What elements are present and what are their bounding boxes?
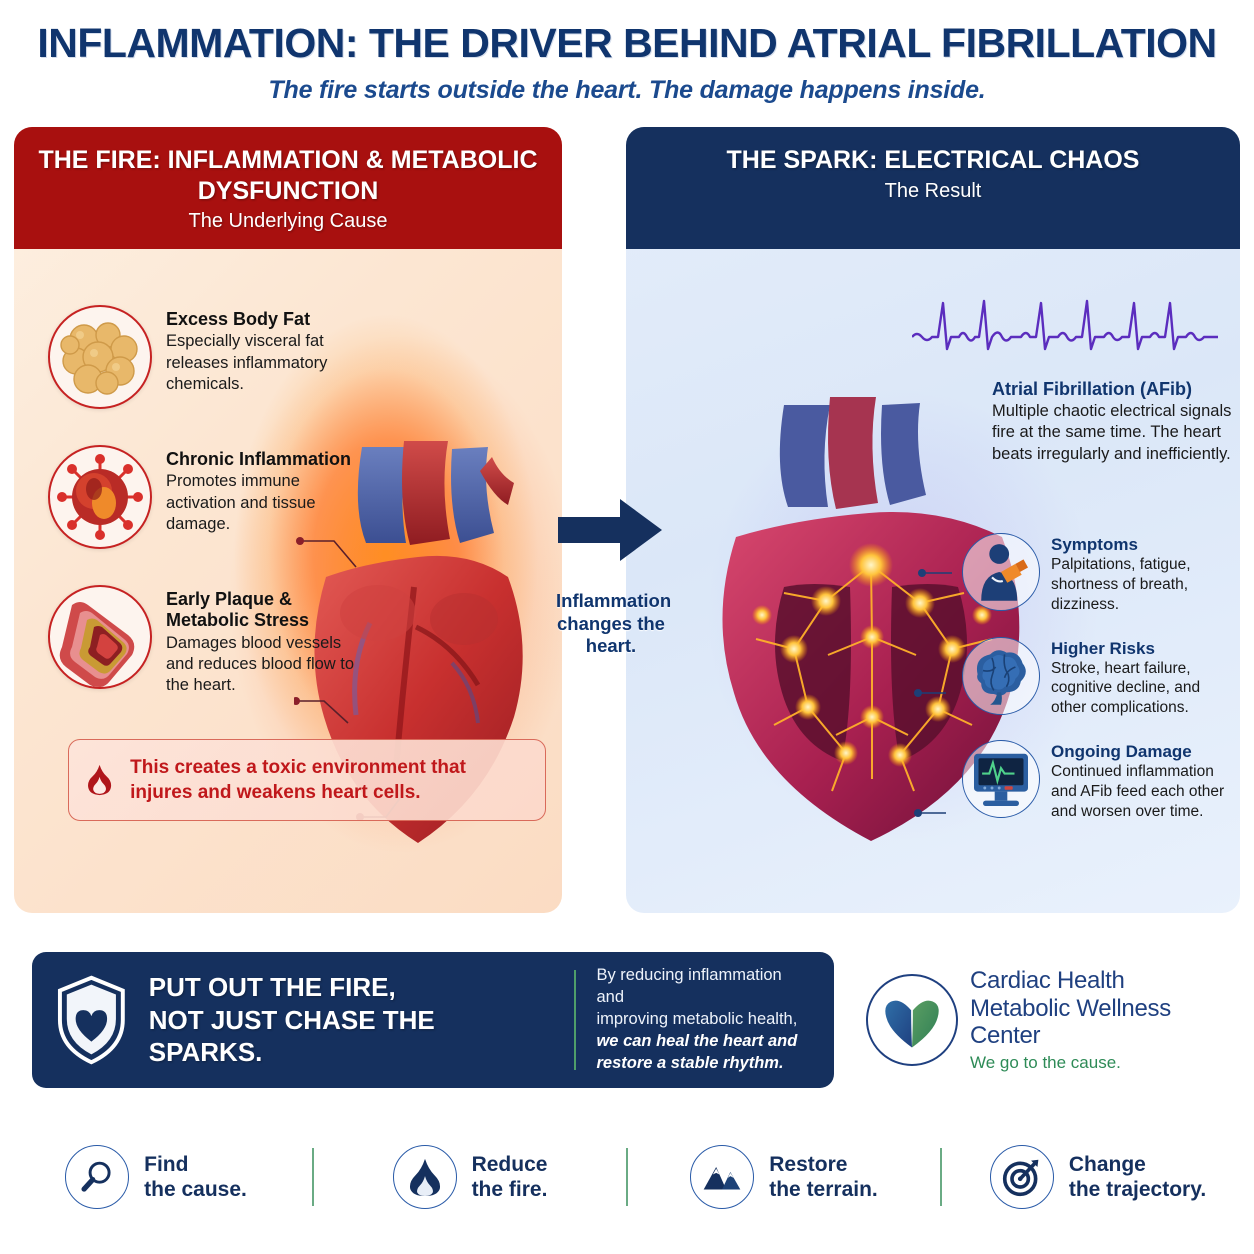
bullet-ongoing-damage: Ongoing Damage Continued inflammation an… (962, 740, 1234, 821)
banner-headline: PUT OUT THE FIRE, NOT JUST CHASE THE SPA… (149, 971, 549, 1069)
flame-icon (392, 1145, 457, 1209)
bullet-text: Higher Risks Stroke, heart failure, cogn… (1051, 637, 1234, 718)
brand-logo: Cardiac Health Metabolic Wellness Center… (866, 962, 1238, 1078)
step-reduce-the-fire: Reduce the fire. (314, 1145, 626, 1209)
right-bullet-list: Symptoms Palpitations, fatigue, shortnes… (962, 533, 1234, 843)
bullet-text: Symptoms Palpitations, fatigue, shortnes… (1051, 533, 1234, 614)
banner-body-line1: By reducing inflammation and (596, 966, 782, 1007)
ecg-monitor-icon (962, 740, 1040, 819)
banner-divider (574, 970, 577, 1070)
magnifier-icon (65, 1145, 130, 1209)
right-panel-title: THE SPARK: ELECTRICAL CHAOS (726, 146, 1140, 175)
target-arrow-icon (989, 1145, 1054, 1209)
bullet-body: Promotes immune activation and tissue da… (166, 472, 316, 534)
mountain-icon (690, 1145, 755, 1209)
electrical-heart-illustration (722, 397, 1020, 842)
left-panel-subtitle: The Underlying Cause (188, 210, 388, 233)
page-subtitle: The fire starts outside the heart. The d… (268, 76, 986, 105)
bullet-higher-risks: Higher Risks Stroke, heart failure, cogn… (962, 636, 1234, 718)
person-chest-pain-icon (962, 533, 1040, 612)
step-restore-the-terrain: Restore the terrain. (628, 1145, 940, 1209)
page-title: INFLAMMATION: THE DRIVER BEHIND ATRIAL F… (37, 20, 1217, 66)
call-to-action-banner: PUT OUT THE FIRE, NOT JUST CHASE THE SPA… (32, 952, 834, 1088)
right-arrow-icon (558, 499, 662, 562)
step-line1: Reduce (471, 1152, 548, 1176)
footer-steps: Find the cause. Reduce the fire. (0, 1118, 1254, 1236)
transition-arrow: Inflammation changes the heart. (556, 497, 672, 658)
step-line1: Restore (769, 1152, 848, 1176)
shield-heart-icon (57, 975, 125, 1065)
step-change-the-trajectory: Change the trajectory. (942, 1145, 1254, 1209)
step-line1: Find (144, 1152, 189, 1176)
step-line2: the fire. (471, 1178, 548, 1201)
banner-headline-line2: NOT JUST CHASE THE SPARKS. (148, 1004, 435, 1068)
inflamed-cell-icon (48, 445, 152, 550)
step-line2: the terrain. (769, 1178, 878, 1201)
step-label: Change the trajectory. (1069, 1152, 1206, 1202)
bullet-body: Stroke, heart failure, cognitive decline… (1051, 659, 1201, 717)
flame-icon (88, 764, 112, 796)
artery-plaque-icon (48, 585, 152, 690)
logo-line2: Metabolic Wellness Center (970, 994, 1171, 1050)
bullet-title: Excess Body Fat (166, 309, 311, 330)
bullet-body: Especially visceral fat releases inflamm… (166, 332, 328, 394)
logo-tagline: We go to the cause. (970, 1052, 1121, 1072)
banner-body-em2: restore a stable rhythm. (596, 1053, 784, 1072)
step-line2: the cause. (144, 1178, 247, 1201)
bullet-symptoms: Symptoms Palpitations, fatigue, shortnes… (962, 533, 1234, 614)
afib-title: Atrial Fibrillation (AFib) (992, 379, 1192, 400)
left-panel-callout: This creates a toxic environment that in… (68, 739, 546, 822)
ecg-waveform-icon (912, 299, 1218, 351)
connector-lines-right (914, 569, 952, 818)
banner-body: By reducing inflammation and improving m… (596, 965, 810, 1075)
step-label: Find the cause. (144, 1152, 247, 1202)
infographic-header: INFLAMMATION: THE DRIVER BEHIND ATRIAL F… (0, 0, 1254, 105)
connector-lines-left (294, 537, 405, 822)
right-panel-subtitle: The Result (884, 179, 982, 202)
arrow-label: Inflammation changes the heart. (556, 590, 672, 657)
logo-text: Cardiac Health Metabolic Wellness Center… (970, 967, 1238, 1072)
logo-line1: Cardiac Health (970, 967, 1125, 995)
step-label: Restore the terrain. (769, 1152, 878, 1202)
banner-body-em1: we can heal the heart and (596, 1031, 798, 1050)
bullet-text: Excess Body Fat Especially visceral fat … (166, 305, 368, 396)
right-panel-spark: THE SPARK: ELECTRICAL CHAOS The Result (626, 127, 1240, 914)
step-divider (940, 1148, 942, 1206)
bullet-body: Continued inflammation and AFib feed eac… (1051, 763, 1225, 820)
left-panel-header: THE FIRE: INFLAMMATION & METABOLIC DYSFU… (14, 127, 562, 250)
step-divider (312, 1148, 314, 1206)
step-find-the-cause: Find the cause. (0, 1145, 312, 1209)
right-panel-header: THE SPARK: ELECTRICAL CHAOS The Result (626, 127, 1240, 250)
bullet-title: Ongoing Damage (1051, 742, 1192, 762)
bullet-text: Chronic Inflammation Promotes immune act… (166, 445, 368, 536)
afib-text-block: Atrial Fibrillation (AFib) Multiple chao… (992, 379, 1232, 465)
left-panel-title: THE FIRE: INFLAMMATION & METABOLIC DYSFU… (38, 146, 538, 205)
bullet-title: Chronic Inflammation (166, 449, 352, 470)
banner-body-line2: improving metabolic health, (596, 1010, 798, 1029)
step-line2: the trajectory. (1068, 1178, 1207, 1201)
heart-leaf-logo-icon (866, 974, 958, 1066)
banner-headline-line1: PUT OUT THE FIRE, (148, 972, 396, 1003)
fat-cells-icon (48, 305, 152, 410)
brain-icon (962, 636, 1040, 715)
bullet-text: Ongoing Damage Continued inflammation an… (1051, 740, 1234, 821)
bullet-body: Palpitations, fatigue, shortness of brea… (1051, 556, 1191, 613)
panels-container: THE FIRE: INFLAMMATION & METABOLIC DYSFU… (0, 127, 1254, 914)
afib-body: Multiple chaotic electrical signals fire… (992, 402, 1232, 463)
bullet-title: Symptoms (1051, 535, 1138, 555)
step-label: Reduce the fire. (472, 1152, 548, 1202)
bullet-excess-body-fat: Excess Body Fat Especially visceral fat … (48, 305, 368, 410)
left-panel-fire: THE FIRE: INFLAMMATION & METABOLIC DYSFU… (14, 127, 562, 914)
step-divider (626, 1148, 628, 1206)
callout-text: This creates a toxic environment that in… (130, 756, 466, 804)
bullet-title: Higher Risks (1051, 638, 1155, 658)
step-line1: Change (1068, 1152, 1146, 1176)
